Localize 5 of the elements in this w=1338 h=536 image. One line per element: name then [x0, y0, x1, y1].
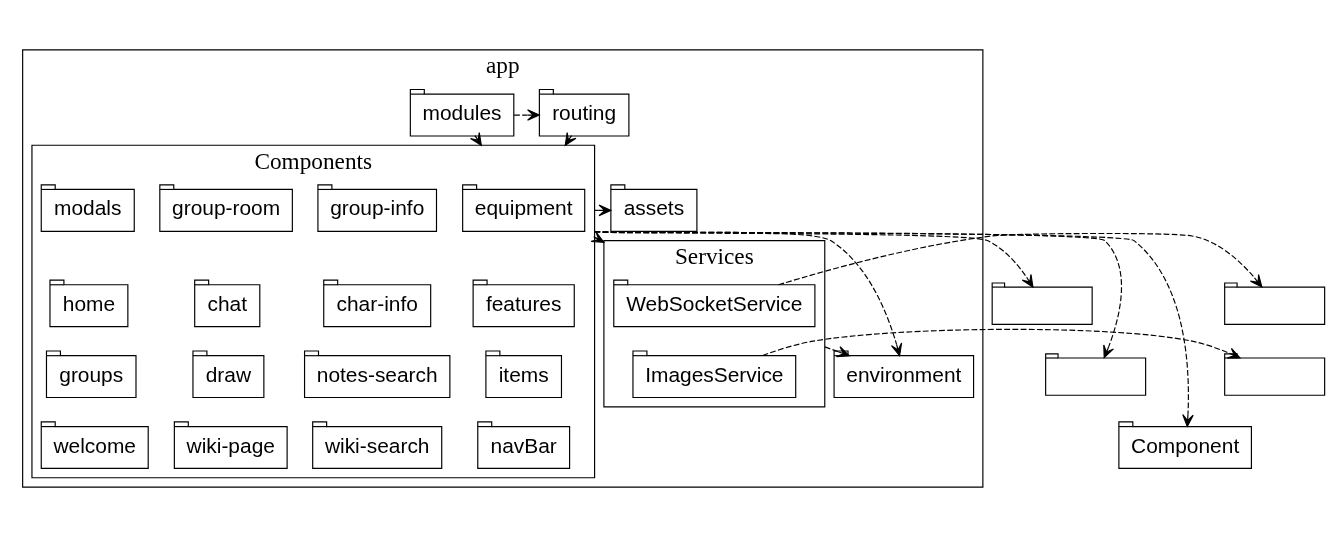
arrow	[513, 108, 540, 121]
arrow	[564, 131, 577, 146]
arrow	[469, 131, 482, 146]
arrow	[778, 232, 1263, 287]
arrow	[594, 204, 612, 216]
